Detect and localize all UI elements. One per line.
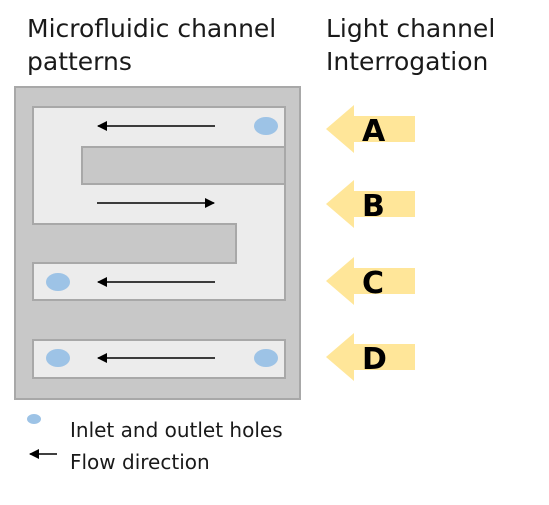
channel-label-a: A <box>362 114 386 149</box>
channel-divider-lower <box>34 224 236 263</box>
legend-flow-label: Flow direction <box>70 450 210 474</box>
serpentine-channel-segments <box>34 108 284 299</box>
channel-label-b: B <box>362 189 385 224</box>
light-arrow-d: D <box>326 333 415 381</box>
channel-label-d: D <box>362 342 387 377</box>
light-arrow-c: C <box>326 257 415 305</box>
legend-holes-label: Inlet and outlet holes <box>70 418 283 442</box>
light-arrow-a: A <box>326 105 415 153</box>
outlet-hole-d-right <box>254 349 278 367</box>
outlet-hole-a <box>254 117 278 135</box>
microfluidic-patterns-title: Microfluidic channel patterns <box>27 14 277 76</box>
legend-hole-icon <box>27 414 41 424</box>
straight-channel <box>32 339 286 379</box>
channel-label-c: C <box>362 266 384 301</box>
channel-divider-lower-edge <box>33 223 237 264</box>
inlet-hole-c <box>46 273 70 291</box>
channel-divider-upper <box>81 146 286 185</box>
light-interrogation-title: Light channel Interrogation <box>326 14 496 76</box>
inlet-hole-d-left <box>46 349 70 367</box>
light-arrow-b: B <box>326 180 415 228</box>
